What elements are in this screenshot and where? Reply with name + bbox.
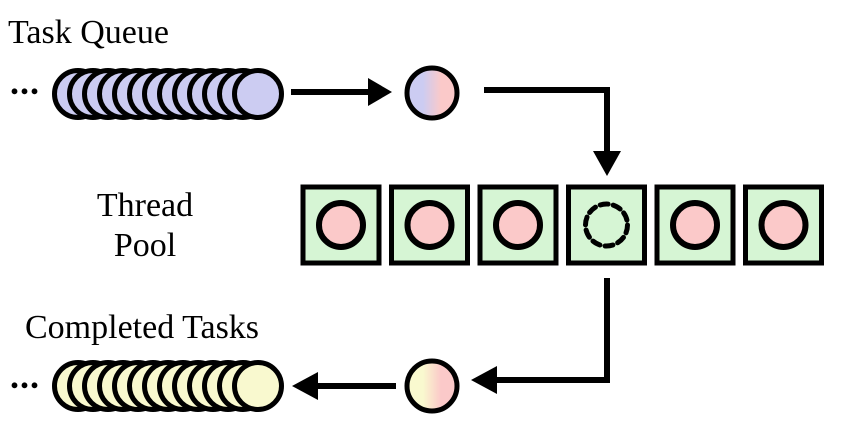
task-in-transit-to-completed bbox=[404, 358, 460, 414]
completed-tasks-label: Completed Tasks bbox=[25, 309, 259, 346]
thread-pool-label-line2: Pool bbox=[114, 227, 176, 264]
arrow-queue-to-task bbox=[291, 78, 392, 106]
worker-task-circle bbox=[670, 200, 720, 250]
worker-task-circle bbox=[758, 200, 809, 250]
arrow-pool-to-task bbox=[471, 278, 610, 394]
worker-cell bbox=[477, 184, 559, 266]
worker-task-circle bbox=[493, 200, 543, 250]
worker-idle-slot bbox=[583, 201, 630, 249]
worker-square bbox=[566, 184, 647, 266]
queued-task-circle bbox=[232, 68, 284, 120]
task-queue-ellipsis: ... bbox=[10, 62, 40, 102]
worker-cell bbox=[743, 184, 824, 266]
worker-cell bbox=[654, 184, 736, 266]
arrow-task-to-completed bbox=[292, 372, 396, 400]
thread-pool-label-line1: Thread bbox=[97, 187, 193, 224]
completed-tasks-ellipsis: ... bbox=[10, 356, 40, 396]
completed-tasks-stack bbox=[52, 360, 284, 412]
completed-task-circle bbox=[232, 360, 284, 412]
worker-cell bbox=[300, 184, 382, 266]
worker-task-circle bbox=[316, 200, 366, 250]
thread-pool-row bbox=[300, 184, 824, 266]
worker-task-circle bbox=[404, 200, 455, 250]
task-queue-label: Task Queue bbox=[8, 14, 169, 51]
task-in-transit-to-pool bbox=[404, 65, 460, 121]
worker-cell bbox=[389, 184, 470, 266]
worker-cell bbox=[566, 184, 647, 266]
arrow-task-to-pool bbox=[484, 87, 621, 176]
task-queue-stack bbox=[52, 68, 284, 120]
